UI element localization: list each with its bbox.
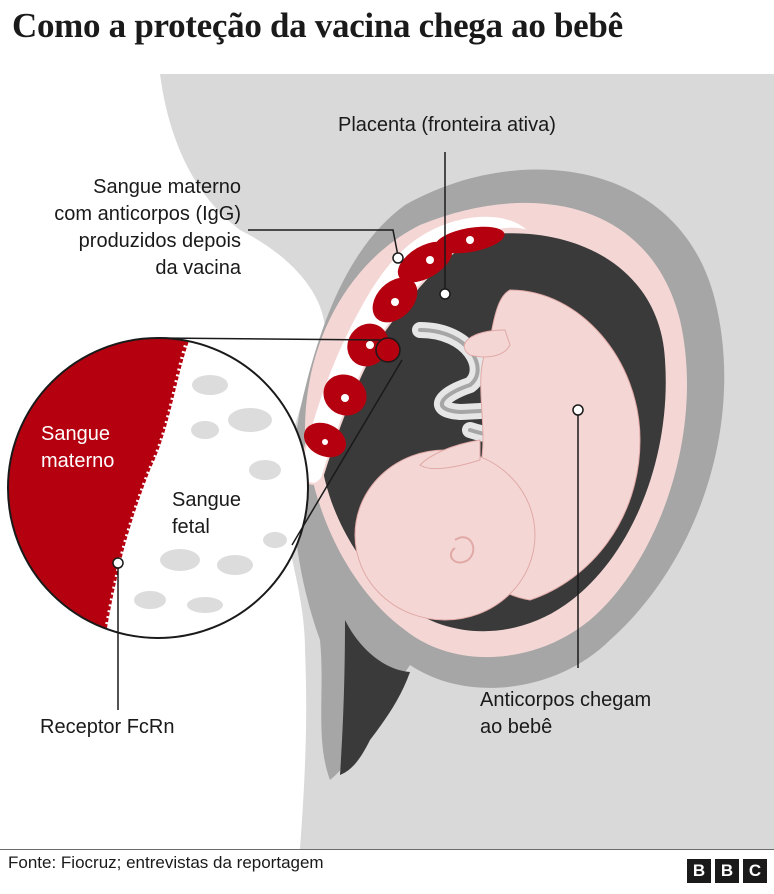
zoom-fetal-cells xyxy=(134,375,287,613)
cervix xyxy=(340,620,410,775)
bbc-logo: B B C xyxy=(687,859,767,883)
bbc-logo-block: C xyxy=(743,859,767,883)
source-credit: Fonte: Fiocruz; entrevistas da reportage… xyxy=(8,853,324,872)
zoom-maternal-blood xyxy=(8,338,190,638)
label-maternal-blood: Sangue materno com anticorpos (IgG) prod… xyxy=(54,176,241,279)
label-placenta: Placenta (fronteira ativa) xyxy=(338,114,556,136)
label-zoom-fetal: Sangue fetal xyxy=(172,489,241,538)
label-antibodies-baby: Anticorpos chegam ao bebê xyxy=(480,689,652,738)
page-title: Como a proteção da vacina chega ao bebê xyxy=(12,6,623,45)
placenta-diagram xyxy=(7,74,774,849)
bbc-logo-block: B xyxy=(687,859,711,883)
footer-divider xyxy=(0,849,774,850)
label-zoom-maternal: Sangue materno xyxy=(41,423,115,472)
fetus xyxy=(354,289,641,621)
bbc-logo-block: B xyxy=(715,859,739,883)
label-receptor: Receptor FcRn xyxy=(40,716,175,738)
zoom-source-circle xyxy=(375,337,401,363)
